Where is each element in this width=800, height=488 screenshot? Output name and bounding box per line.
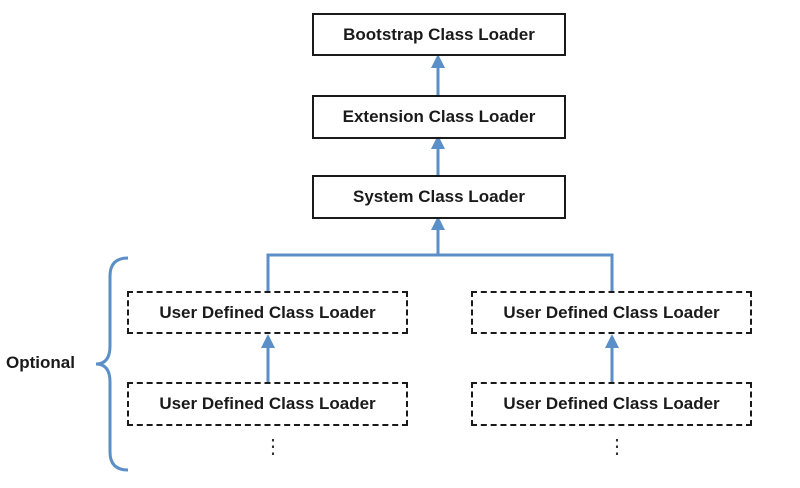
- system-class-loader-label: System Class Loader: [353, 187, 525, 206]
- system-class-loader-box: System Class Loader: [312, 175, 566, 219]
- arrowhead-system: [431, 216, 445, 230]
- user-defined-class-loader-label: User Defined Class Loader: [159, 302, 376, 322]
- arrowhead-extension: [431, 135, 445, 149]
- user-defined-class-loader-label: User Defined Class Loader: [503, 302, 720, 322]
- optional-label: Optional: [6, 353, 75, 372]
- extension-class-loader-box: Extension Class Loader: [312, 95, 566, 139]
- user-defined-class-loader-label: User Defined Class Loader: [503, 394, 720, 413]
- continuation-dots-left: ⋮: [263, 436, 283, 458]
- user-defined-class-loader-left-bottom: User Defined Class Loader: [127, 382, 408, 426]
- bootstrap-class-loader-box: Bootstrap Class Loader: [312, 13, 566, 56]
- user-defined-class-loader-left-top: User Defined Class Loader: [127, 291, 408, 334]
- bootstrap-class-loader-label: Bootstrap Class Loader: [343, 24, 535, 44]
- arrowhead-right-top: [605, 334, 619, 348]
- user-defined-class-loader-label: User Defined Class Loader: [159, 394, 376, 413]
- continuation-dots-right: ⋮: [607, 436, 627, 458]
- connector-user-loaders-to-system: [266, 253, 614, 291]
- arrowhead-left-top: [261, 334, 275, 348]
- extension-class-loader-label: Extension Class Loader: [342, 107, 536, 126]
- user-defined-class-loader-right-bottom: User Defined Class Loader: [471, 382, 752, 426]
- user-defined-class-loader-right-top: User Defined Class Loader: [471, 291, 752, 334]
- optional-brace: [95, 256, 129, 472]
- arrowhead-bootstrap: [431, 54, 445, 68]
